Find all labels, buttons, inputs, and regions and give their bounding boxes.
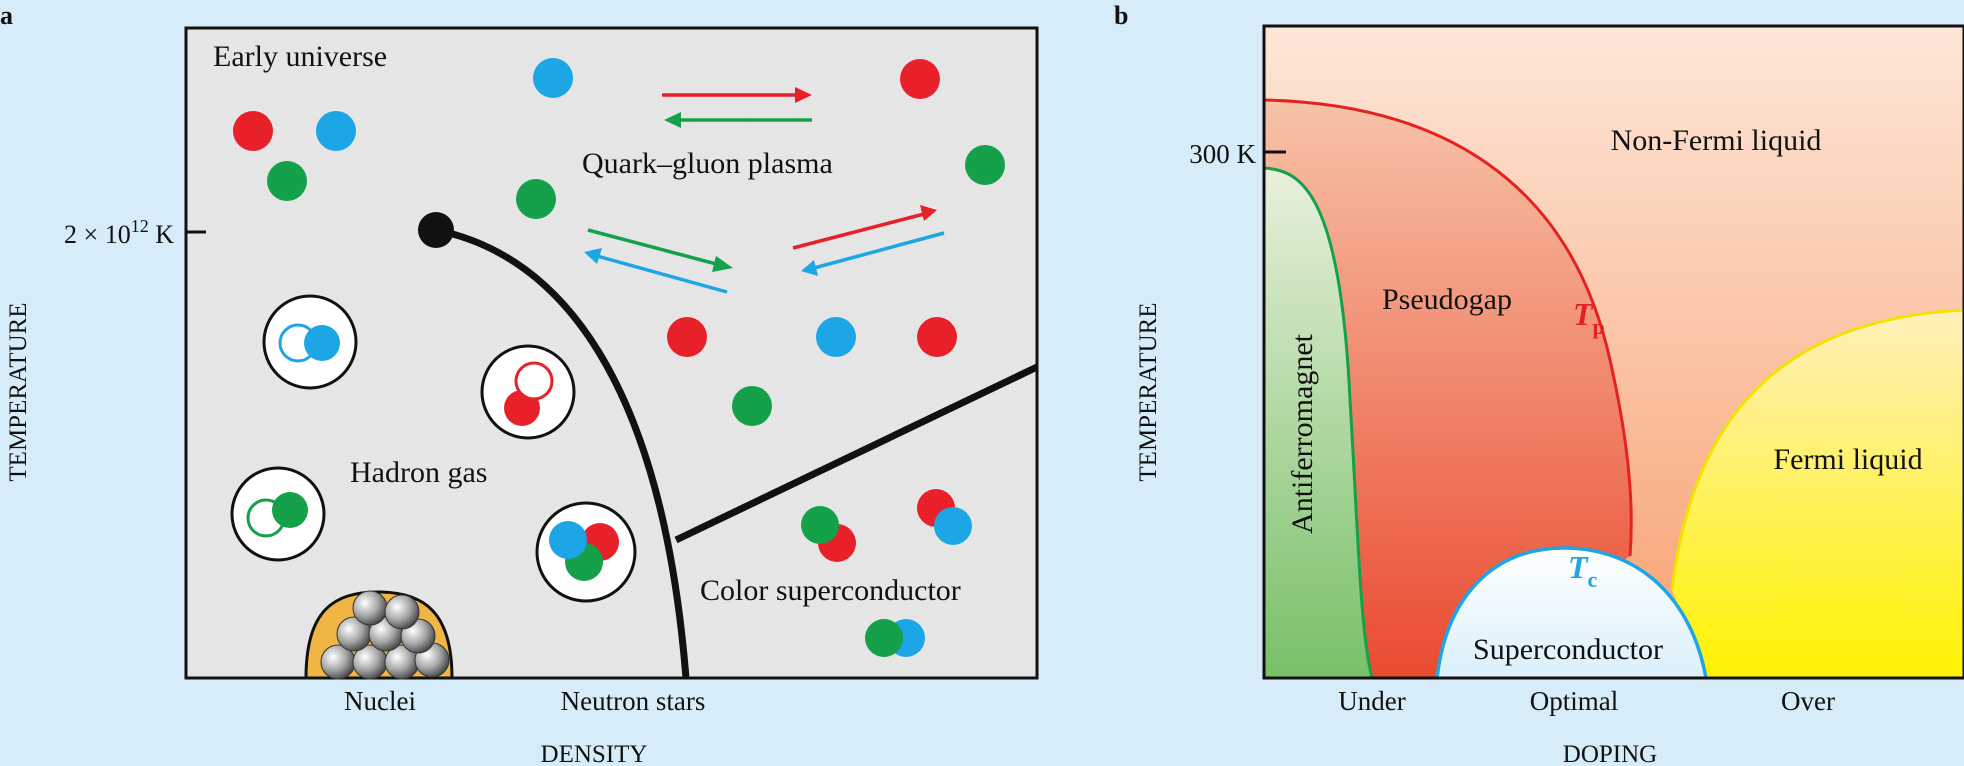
quark-gluon-plasma-label: Quark–gluon plasma — [582, 147, 833, 180]
antiferromagnet-region — [1264, 168, 1372, 678]
arrowhead-green-diagonal — [712, 256, 733, 272]
arrow-green-diagonal — [587, 228, 721, 267]
tc-dome — [1435, 546, 1708, 678]
x-tick-label-over: Over — [1781, 686, 1835, 716]
quark-dot — [917, 317, 957, 357]
gluon-arrows — [584, 87, 945, 294]
panel-b-y-tick-label: 300 K — [1189, 139, 1256, 169]
panel-b-x-axis-label: DOPING — [1563, 741, 1657, 766]
arrow-red-diagonal — [792, 212, 925, 250]
meson-green — [230, 466, 326, 562]
panel-a-label: a — [0, 1, 13, 30]
superconductor-region — [1437, 548, 1706, 678]
panel-b-frame — [1262, 24, 1964, 680]
fermi-liquid-boundary — [1670, 308, 1964, 591]
tc-label: Tc — [1568, 549, 1598, 592]
nucleus-illustration — [304, 590, 454, 680]
x-tick-label-nuclei: Nuclei — [344, 686, 416, 716]
hadron-qgp-boundary — [435, 226, 690, 679]
hadron-particles — [230, 294, 637, 603]
pseudogap-label: Pseudogap — [1382, 283, 1512, 316]
quark-dot — [233, 111, 273, 151]
antiferromagnet-boundary — [1264, 166, 1374, 678]
panel-a-y-axis-label: TEMPERATURE — [5, 302, 32, 481]
superconductor-label: Superconductor — [1473, 633, 1663, 666]
panel-b-regions — [1264, 26, 1964, 678]
early-universe-label: Early universe — [213, 40, 387, 73]
quark-pairs — [801, 489, 972, 657]
quark-dot — [267, 161, 307, 201]
quark-dot — [316, 111, 356, 151]
panel-b: b 300 K TEMPERATURE DOPING Under Optimal… — [1114, 1, 1964, 766]
free-quarks — [233, 58, 1005, 426]
quark-dot — [533, 58, 573, 98]
arrowhead-red — [795, 87, 812, 103]
panel-a-x-axis-label: DENSITY — [541, 741, 648, 766]
quark-dot — [816, 317, 856, 357]
color-superconductor-boundary — [674, 363, 1039, 544]
quark-dot — [965, 145, 1005, 185]
x-tick-label-under: Under — [1338, 686, 1405, 716]
x-tick-label-neutron-stars: Neutron stars — [561, 686, 706, 716]
non-fermi-liquid-label: Non-Fermi liquid — [1611, 124, 1822, 157]
arrowhead-blue-diagonal — [584, 248, 602, 264]
color-superconductor-label: Color superconductor — [700, 574, 961, 607]
fermi-liquid-label: Fermi liquid — [1773, 443, 1922, 476]
quark-dot — [667, 317, 707, 357]
meson-blue — [262, 294, 358, 390]
panel-a: a 2 × 1012 K TEMPERATURE DENSITY Nuclei … — [0, 1, 1039, 766]
quark-dot — [516, 179, 556, 219]
panel-b-y-axis-label: TEMPERATURE — [1135, 302, 1162, 481]
critical-point — [418, 212, 454, 248]
x-tick-label-optimal: Optimal — [1530, 686, 1619, 716]
arrow-blue-diagonal — [596, 254, 728, 294]
panel-b-label: b — [1114, 1, 1128, 30]
tp-curve — [1264, 98, 1633, 557]
arrow-blue-diagonal-2 — [813, 231, 945, 270]
hadron-gas-label: Hadron gas — [350, 456, 487, 489]
arrowhead-green — [664, 112, 681, 128]
quark-dot — [732, 386, 772, 426]
baryon-red — [480, 344, 576, 440]
quark-dot — [900, 59, 940, 99]
antiferromagnet-label: Antiferromagnet — [1286, 333, 1319, 534]
baryon-colorless — [535, 501, 637, 603]
panel-a-y-tick-label: 2 × 1012 K — [64, 216, 174, 249]
arrowhead-red-diagonal — [920, 205, 937, 221]
tp-label: Tp — [1573, 296, 1605, 339]
arrowhead-blue-diagonal-2 — [801, 260, 818, 276]
